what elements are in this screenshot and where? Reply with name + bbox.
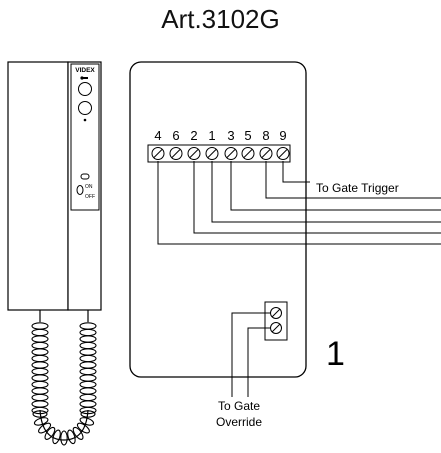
power-switch[interactable] bbox=[76, 185, 84, 195]
terminal-label-4: 4 bbox=[154, 128, 161, 143]
terminal-screw-4 bbox=[151, 147, 165, 160]
terminal-label-5: 5 bbox=[244, 128, 251, 143]
terminal-label-6: 6 bbox=[172, 128, 179, 143]
indicator-dot bbox=[83, 118, 87, 122]
terminal-screw-6 bbox=[169, 147, 183, 160]
terminal-wires bbox=[157, 161, 441, 245]
aux-button[interactable] bbox=[78, 101, 92, 115]
terminal-label-9: 9 bbox=[279, 128, 286, 143]
terminal-label-1: 1 bbox=[208, 128, 215, 143]
terminal-label-2: 2 bbox=[190, 128, 197, 143]
terminal-screw-9 bbox=[276, 147, 290, 160]
gate-trigger-label: To Gate Trigger bbox=[316, 181, 399, 195]
wire-9 bbox=[282, 161, 310, 183]
terminal-screw-8 bbox=[259, 147, 273, 160]
terminal-screw-1 bbox=[205, 147, 219, 160]
wire-4 bbox=[157, 161, 441, 245]
status-led bbox=[80, 173, 90, 180]
page-title: Art.3102G bbox=[161, 4, 280, 34]
wire-2 bbox=[193, 161, 441, 234]
terminal-label-8: 8 bbox=[262, 128, 269, 143]
terminal-label-3: 3 bbox=[227, 128, 234, 143]
override-screw-bottom bbox=[270, 322, 282, 334]
door-release-button[interactable] bbox=[78, 82, 92, 96]
handset-earpiece-body bbox=[7, 61, 69, 311]
terminal-block bbox=[147, 144, 291, 163]
terminal-screw-3 bbox=[224, 147, 238, 160]
gate-override-label-line1: To Gate bbox=[218, 399, 260, 413]
wire-3 bbox=[230, 161, 441, 211]
wire-8 bbox=[265, 161, 441, 199]
override-wire-top bbox=[231, 312, 270, 397]
switch-on-label: ON bbox=[85, 184, 93, 190]
coiled-cord-left bbox=[31, 322, 49, 415]
brand-label: VIDEX bbox=[75, 67, 95, 74]
switch-off-label: OFF bbox=[85, 194, 95, 200]
override-wire-bottom bbox=[247, 327, 270, 397]
intercom-handset: VIDEX ON OFF bbox=[7, 61, 102, 446]
terminal-box-outline bbox=[129, 61, 307, 378]
coiled-cord-right bbox=[79, 322, 97, 415]
wire-1 bbox=[211, 161, 441, 223]
terminal-screw-2 bbox=[187, 147, 201, 160]
door-key-icon bbox=[80, 76, 88, 80]
panel-number: 1 bbox=[326, 335, 345, 373]
gate-override-label-line2: Override bbox=[216, 415, 262, 429]
terminal-screw-5 bbox=[241, 147, 255, 160]
override-screw-top bbox=[270, 307, 282, 319]
override-wires bbox=[231, 312, 270, 397]
